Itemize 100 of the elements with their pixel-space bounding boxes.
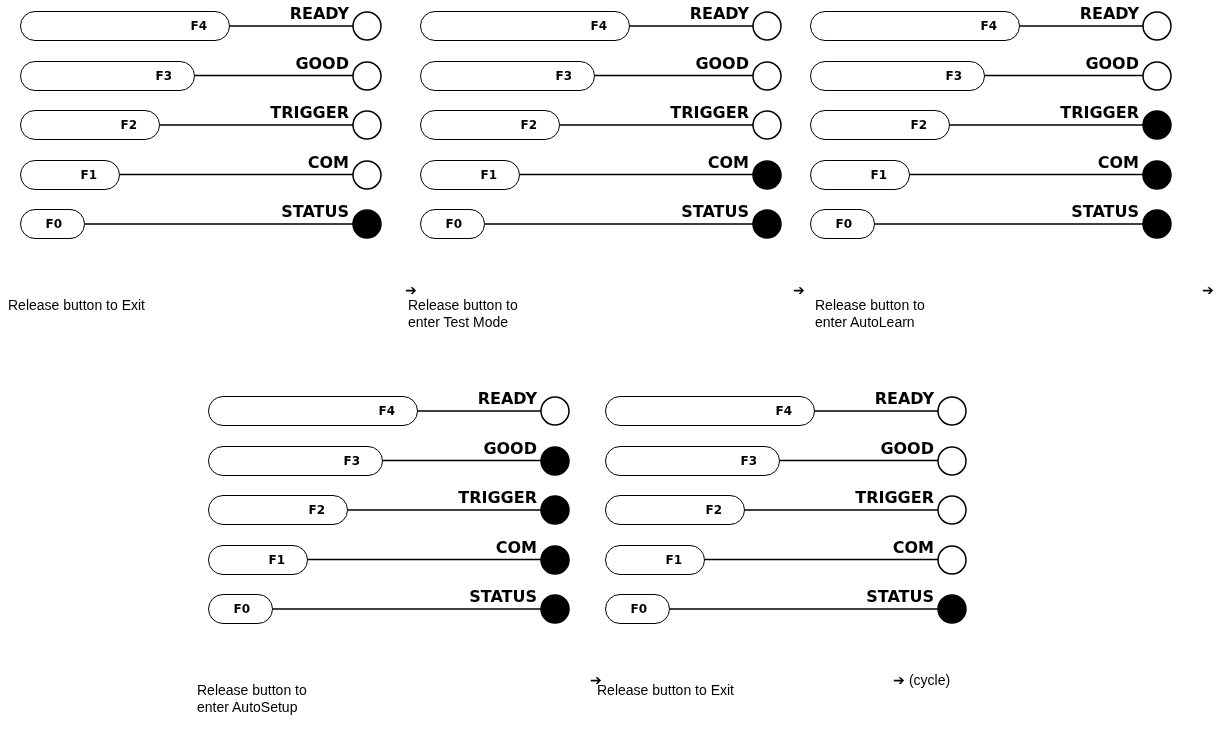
signal-label: STATUS [681, 203, 749, 221]
lit-indicator-light [1142, 209, 1172, 239]
button-key: F4 [810, 11, 1020, 41]
signal-label: COM [307, 153, 349, 172]
lit-indicator-light [937, 594, 967, 624]
unlit-indicator-light [540, 396, 570, 426]
unlit-indicator-light [937, 445, 967, 476]
signal-label: COM [707, 153, 749, 172]
connector-line [347, 509, 542, 511]
signal-label: TRIGGER [270, 104, 349, 122]
connector-line [307, 558, 542, 561]
lit-indicator-light [352, 209, 382, 239]
signal-label: TRIGGER [1060, 104, 1139, 122]
connector-line [229, 25, 354, 27]
lit-indicator-light [752, 159, 782, 190]
button-key: F1 [420, 159, 520, 190]
connector-line [704, 558, 939, 561]
signal-label: STATUS [866, 588, 934, 606]
lit-indicator-light [540, 544, 570, 575]
unlit-indicator-light [1142, 60, 1172, 91]
lit-indicator-light [540, 445, 570, 476]
connector-line [417, 410, 542, 412]
unlit-indicator-light [352, 159, 382, 190]
signal-label: READY [874, 390, 934, 408]
button-key: F2 [810, 110, 950, 140]
button-key: F0 [420, 209, 485, 239]
next-step-note: ➔ (cycle) [893, 672, 951, 689]
signal-label: GOOD [1085, 54, 1139, 73]
button-key: F0 [810, 209, 875, 239]
button-key: F2 [605, 495, 745, 525]
connector-line [559, 124, 754, 126]
signal-label: GOOD [880, 439, 934, 458]
connector-line [194, 74, 354, 77]
button-key: F3 [810, 60, 985, 91]
unlit-indicator-light [352, 11, 382, 41]
connector-line [984, 74, 1144, 77]
connector-line [874, 223, 1144, 225]
signal-label: READY [1079, 5, 1139, 23]
connector-line [1019, 25, 1144, 27]
signal-label: GOOD [295, 54, 349, 73]
signal-label: STATUS [469, 588, 537, 606]
connector-line [119, 173, 354, 176]
button-key: F0 [20, 209, 85, 239]
connector-line [484, 223, 754, 225]
connector-line [84, 223, 354, 225]
signal-label: STATUS [1071, 203, 1139, 221]
unlit-indicator-light [752, 110, 782, 140]
signal-label: COM [892, 538, 934, 557]
lit-indicator-light [540, 594, 570, 624]
unlit-indicator-light [1142, 11, 1172, 41]
button-key: F2 [20, 110, 160, 140]
instruction-text: Release button to enter AutoLearn [815, 297, 926, 331]
button-key: F1 [20, 159, 120, 190]
connector-line [629, 25, 754, 27]
connector-line [382, 459, 542, 462]
button-key: F2 [208, 495, 348, 525]
button-key: F3 [420, 60, 595, 91]
lit-indicator-light [752, 209, 782, 239]
button-key: F3 [208, 445, 383, 476]
unlit-indicator-light [937, 495, 967, 525]
button-key: F1 [208, 544, 308, 575]
button-key: F3 [605, 445, 780, 476]
connector-line [814, 410, 939, 412]
lit-indicator-light [540, 495, 570, 525]
connector-line [949, 124, 1144, 126]
button-key: F4 [208, 396, 418, 426]
button-key: F1 [605, 544, 705, 575]
next-step-note: ➔ [1202, 282, 1214, 299]
unlit-indicator-light [752, 11, 782, 41]
instruction-text: Release button to Exit [8, 297, 146, 314]
next-step-note: ➔ [793, 282, 805, 299]
button-key: F1 [810, 159, 910, 190]
instruction-text: Release button to enter AutoSetup [197, 682, 308, 716]
lit-indicator-light [1142, 159, 1172, 190]
signal-label: READY [689, 5, 749, 23]
button-key: F0 [208, 594, 273, 624]
lit-indicator-light [1142, 110, 1172, 140]
connector-line [519, 173, 754, 176]
unlit-indicator-light [937, 544, 967, 575]
signal-label: GOOD [695, 54, 749, 73]
signal-label: STATUS [281, 203, 349, 221]
button-key: F4 [420, 11, 630, 41]
unlit-indicator-light [752, 60, 782, 91]
signal-label: READY [477, 390, 537, 408]
signal-label: COM [495, 538, 537, 557]
signal-label: READY [289, 5, 349, 23]
connector-line [909, 173, 1144, 176]
connector-line [159, 124, 354, 126]
button-key: F4 [20, 11, 230, 41]
unlit-indicator-light [352, 110, 382, 140]
signal-label: TRIGGER [458, 489, 537, 507]
next-step-note: ➔ [405, 282, 417, 299]
unlit-indicator-light [352, 60, 382, 91]
button-key: F0 [605, 594, 670, 624]
connector-line [272, 608, 542, 610]
signal-label: TRIGGER [670, 104, 749, 122]
signal-label: COM [1097, 153, 1139, 172]
unlit-indicator-light [937, 396, 967, 426]
signal-label: TRIGGER [855, 489, 934, 507]
signal-label: GOOD [483, 439, 537, 458]
